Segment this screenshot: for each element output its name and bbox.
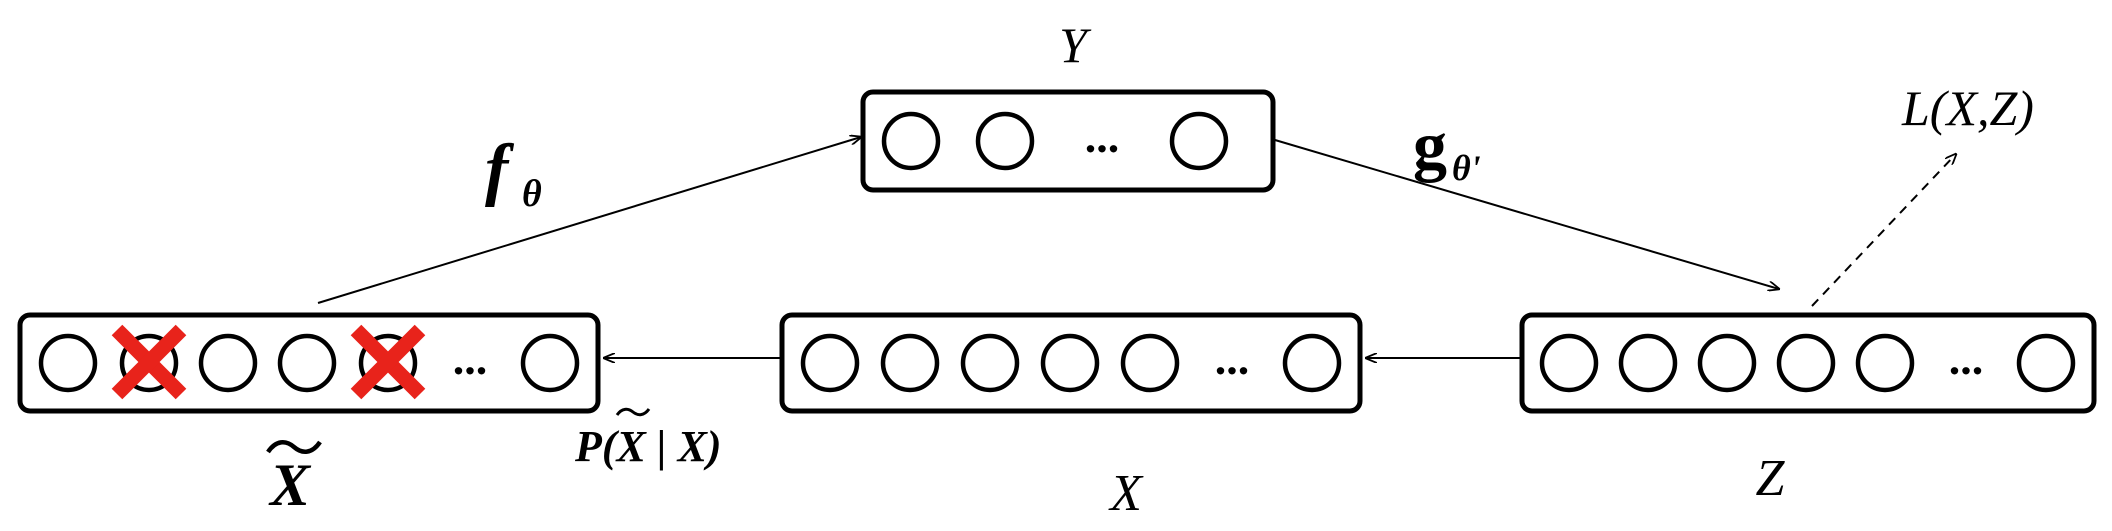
tilde-accent xyxy=(615,407,651,417)
corruption-label: P(X | X) xyxy=(574,407,722,471)
node xyxy=(1776,333,1836,393)
corruption-mark-icon xyxy=(111,324,187,400)
layer-box-x-tilde xyxy=(17,312,601,414)
decoder-label: g θ' xyxy=(1413,107,1481,188)
node xyxy=(960,333,1020,393)
layer-z-nodes xyxy=(1539,333,2076,393)
layer-x-tilde-nodes xyxy=(38,333,580,393)
encoder-label: f θ xyxy=(485,131,542,215)
layer-box-z xyxy=(1519,312,2097,414)
svg-text:P(X | X): P(X | X) xyxy=(574,422,722,471)
layer-x-tilde-ellipsis: ... xyxy=(453,333,488,384)
encoder-label-main: f xyxy=(485,131,515,208)
layer-x-label: X xyxy=(1108,465,1144,522)
layer-z-label: Z xyxy=(1756,450,1786,507)
layer-x-ellipsis: ... xyxy=(1215,333,1250,384)
node xyxy=(520,333,580,393)
layer-x-tilde-letter: X xyxy=(268,452,312,518)
decoder-arrow xyxy=(1274,139,1779,289)
node xyxy=(1169,111,1229,171)
node xyxy=(1618,333,1678,393)
node xyxy=(198,333,258,393)
encoder-label-sub: θ xyxy=(522,173,542,215)
loss-label: L(X,Z) xyxy=(1901,80,2034,136)
layer-box-y xyxy=(860,89,1276,193)
node xyxy=(277,333,337,393)
layer-box-x xyxy=(779,312,1363,414)
layer-y-ellipsis: ... xyxy=(1085,111,1120,162)
node xyxy=(1855,333,1915,393)
node xyxy=(881,111,941,171)
node xyxy=(2016,333,2076,393)
decoder-label-sub: θ' xyxy=(1452,148,1481,188)
corruption-mark-icon xyxy=(350,324,426,400)
node xyxy=(975,111,1035,171)
layer-y-nodes xyxy=(881,111,1229,171)
layer-x-tilde-label: X xyxy=(266,440,322,518)
layer-x-nodes xyxy=(800,333,1342,393)
node xyxy=(1697,333,1757,393)
node xyxy=(1120,333,1180,393)
corruption-label-tilde-var: X xyxy=(615,422,648,471)
decoder-label-main: g xyxy=(1413,107,1447,183)
node xyxy=(38,333,98,393)
tilde-accent xyxy=(266,440,322,454)
node xyxy=(800,333,860,393)
loss-arrow xyxy=(1811,154,1956,307)
layer-y-label: Y xyxy=(1059,17,1092,73)
corruption-label-part1: P( xyxy=(574,422,620,471)
node xyxy=(1282,333,1342,393)
layer-z-ellipsis: ... xyxy=(1949,333,1984,384)
corruption-label-part2: | X) xyxy=(646,422,722,471)
node xyxy=(880,333,940,393)
encoder-arrow xyxy=(317,137,861,304)
node xyxy=(358,333,418,393)
node xyxy=(1040,333,1100,393)
node xyxy=(1539,333,1599,393)
node xyxy=(119,333,179,393)
